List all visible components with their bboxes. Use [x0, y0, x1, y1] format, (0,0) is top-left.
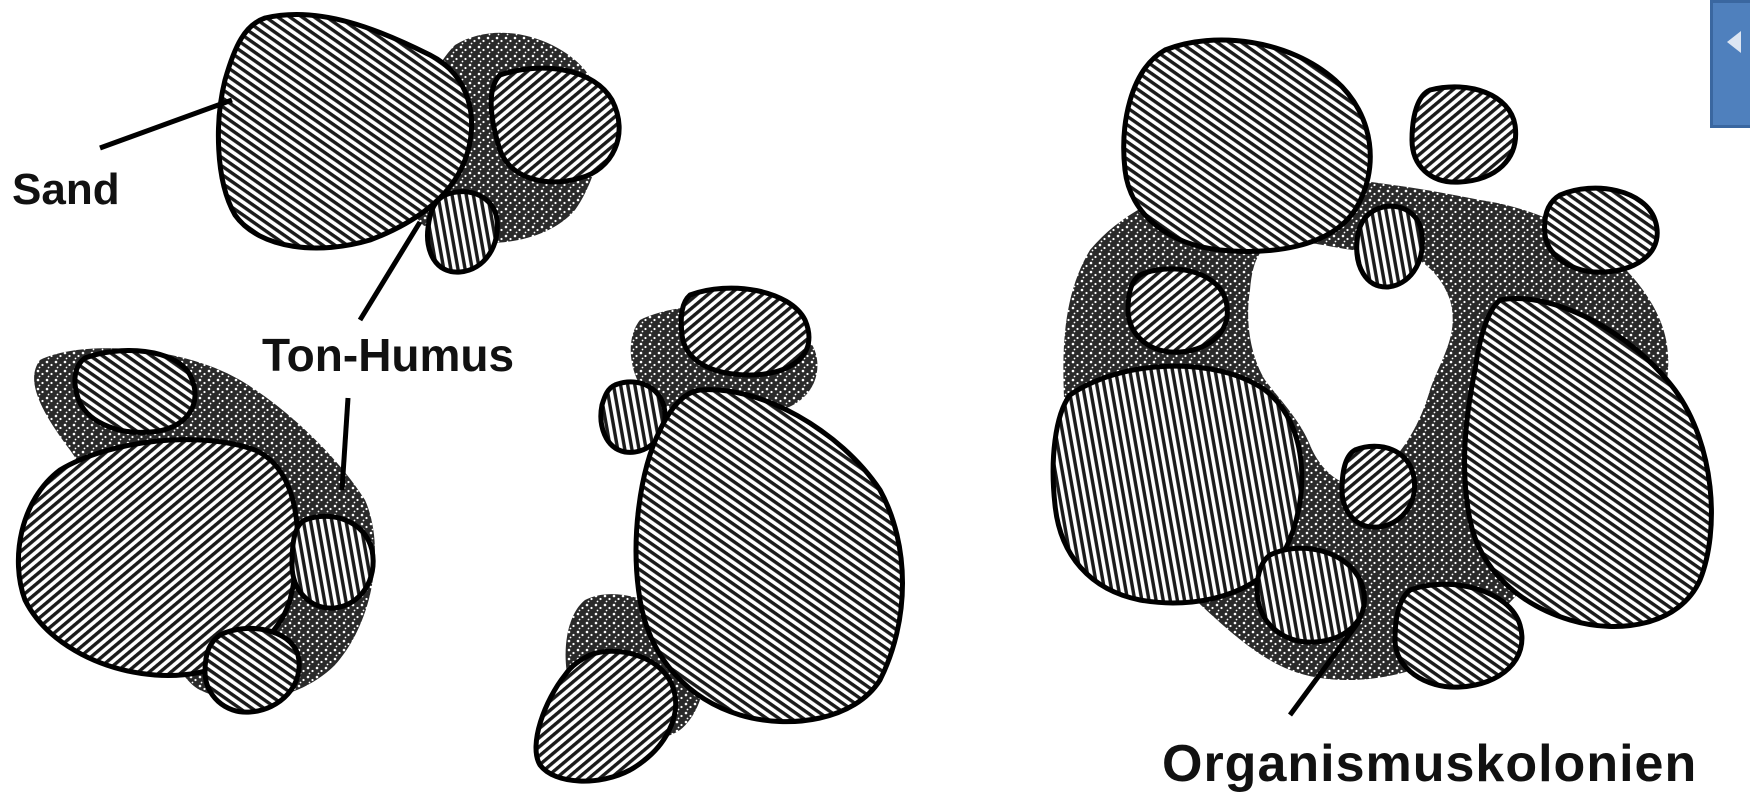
aggregate-bottom-left — [18, 348, 375, 712]
label-ton-humus: Ton-Humus — [262, 332, 514, 378]
aggregate-right-with-pore — [1053, 40, 1711, 687]
sand-grain — [1342, 446, 1415, 527]
leader-line-sand — [100, 100, 232, 148]
sand-grain — [491, 68, 619, 182]
chevron-left-icon — [1727, 31, 1741, 53]
sand-grain — [1395, 584, 1522, 687]
sand-grain — [1128, 269, 1227, 352]
sand-grain — [681, 288, 809, 375]
sand-grain — [1257, 548, 1364, 642]
sand-grain — [1357, 206, 1423, 287]
sand-grain — [205, 628, 299, 712]
label-organismuskolonien: Organismuskolonien — [1162, 738, 1697, 790]
sand-grain — [1124, 40, 1370, 251]
sand-grain — [636, 390, 902, 722]
sand-grain — [1545, 188, 1658, 272]
sand-grain — [1465, 298, 1712, 626]
sand-grain — [292, 516, 373, 608]
sand-grain — [1412, 87, 1516, 182]
label-sand: Sand — [12, 168, 120, 212]
previous-slide-button[interactable] — [1710, 0, 1750, 128]
sand-grain — [536, 651, 676, 781]
sand-grain — [427, 192, 497, 273]
sand-grain — [75, 351, 195, 433]
aggregate-top-left — [218, 14, 619, 272]
aggregate-bottom-center — [536, 288, 902, 781]
